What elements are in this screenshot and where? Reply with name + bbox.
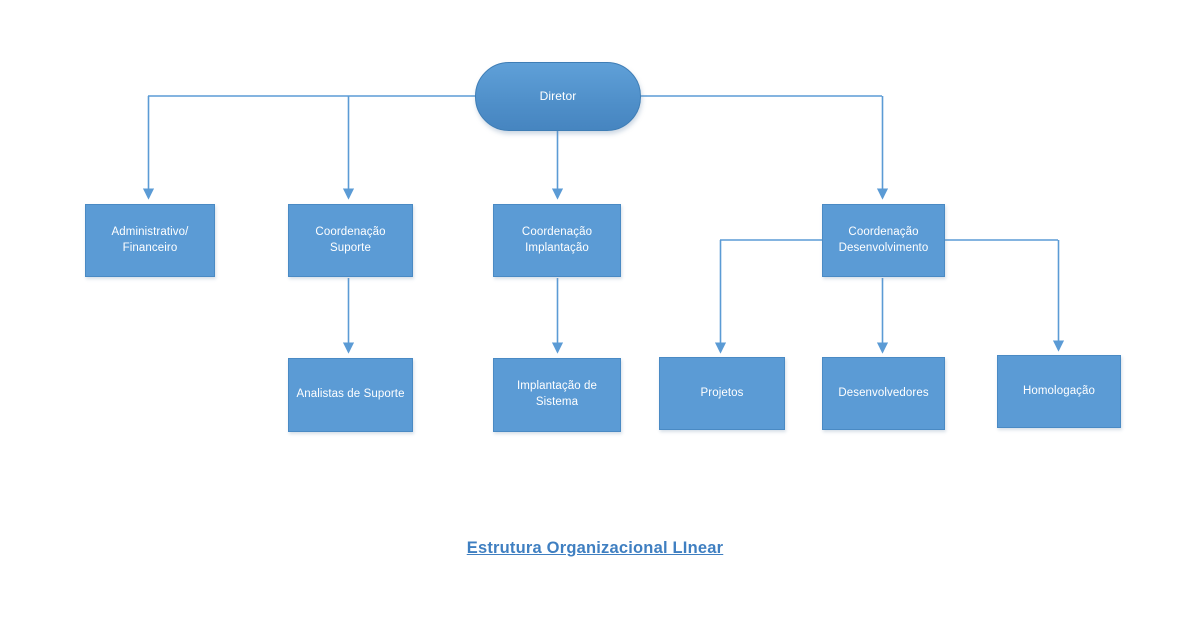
node-coordenacao-desenvolvimento[interactable]: Coordenação Desenvolvimento [822, 204, 945, 277]
node-coordenacao-implantacao[interactable]: Coordenação Implantação [493, 204, 621, 277]
node-coordenacao-suporte-label: Coordenação Suporte [315, 225, 386, 254]
node-analistas-suporte[interactable]: Analistas de Suporte [288, 358, 413, 432]
node-diretor-label: Diretor [539, 89, 577, 104]
node-analistas-suporte-label: Analistas de Suporte [296, 388, 405, 401]
node-projetos-label: Projetos [700, 386, 744, 399]
node-homologacao[interactable]: Homologação [997, 355, 1121, 428]
node-desenvolvedores[interactable]: Desenvolvedores [822, 357, 945, 430]
node-diretor[interactable]: Diretor [475, 62, 641, 131]
node-homologacao-label: Homologação [1022, 384, 1096, 397]
node-implantacao-sistema[interactable]: Implantação de Sistema [493, 358, 621, 432]
diagram-caption-text: Estrutura Organizacional LInear [466, 539, 724, 557]
node-coordenacao-suporte[interactable]: Coordenação Suporte [288, 204, 413, 277]
node-implantacao-sistema-label: Implantação de Sistema [516, 380, 598, 408]
node-administrativo-financeiro-label: Administrativo/ Financeiro [111, 225, 189, 254]
node-coordenacao-desenvolvimento-label: Coordenação Desenvolvimento [838, 225, 929, 254]
node-desenvolvedores-label: Desenvolvedores [838, 386, 929, 399]
node-administrativo-financeiro[interactable]: Administrativo/ Financeiro [85, 204, 215, 277]
diagram-caption: Estrutura Organizacional LInear [0, 539, 1190, 558]
node-projetos[interactable]: Projetos [659, 357, 785, 430]
node-coordenacao-implantacao-label: Coordenação Implantação [521, 225, 593, 254]
